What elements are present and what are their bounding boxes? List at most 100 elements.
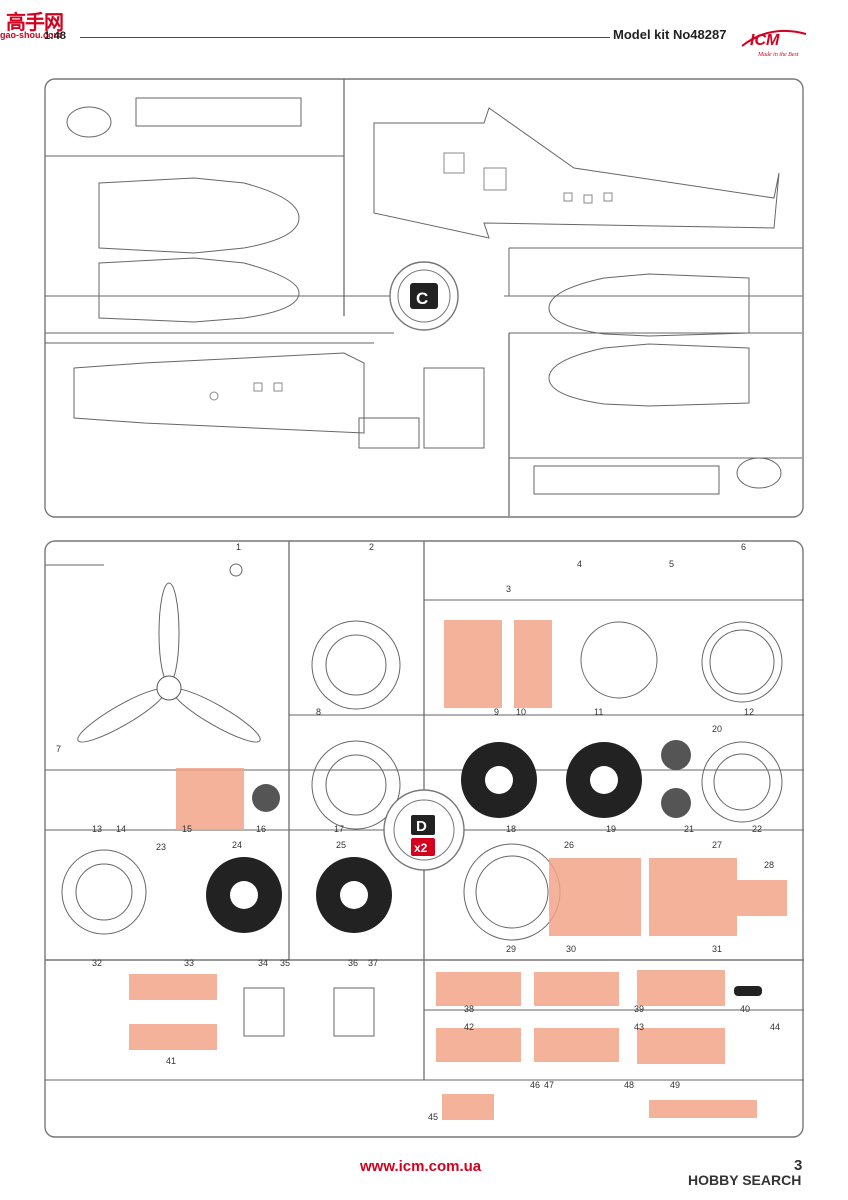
part-number-34: 34 [258, 958, 268, 968]
part-number-28: 28 [764, 860, 774, 870]
part-40 [734, 986, 762, 996]
wing-lower-part [73, 352, 365, 434]
sprue-d-letter: D [416, 818, 427, 835]
part-number-37: 37 [368, 958, 378, 968]
radial-engine-25 [316, 857, 392, 933]
part-number-8: 8 [316, 707, 321, 717]
highlight-part-38b [534, 972, 619, 1006]
radial-engine-24 [206, 857, 282, 933]
part-number-41: 41 [166, 1056, 176, 1066]
gear-bay-part-1 [358, 417, 420, 449]
part-number-22: 22 [752, 824, 762, 834]
gear-16 [252, 784, 280, 812]
part-number-10: 10 [516, 707, 526, 717]
highlight-part-42a [436, 1028, 521, 1062]
part-number-26: 26 [564, 840, 574, 850]
part-number-31: 31 [712, 944, 722, 954]
part-number-9: 9 [494, 707, 499, 717]
part-number-38: 38 [464, 1004, 474, 1014]
part-number-18: 18 [506, 824, 516, 834]
part-number-16: 16 [256, 824, 266, 834]
page-number: 3 [794, 1157, 803, 1174]
part-number-44: 44 [770, 1022, 780, 1032]
strip-part-c2 [533, 465, 720, 495]
highlight-part-10 [514, 620, 552, 708]
part-number-42: 42 [464, 1022, 474, 1032]
part-number-7: 7 [56, 744, 61, 754]
part-number-35: 35 [280, 958, 290, 968]
engine-nacelle-left-1 [98, 177, 300, 254]
gear-bay-part-2 [423, 367, 485, 449]
cowl-front-22b [61, 849, 147, 935]
part-number-19: 19 [606, 824, 616, 834]
gear-20 [661, 740, 691, 770]
hobby-search-credit: HOBBY SEARCH [688, 1172, 802, 1188]
highlight-part-41 [129, 1024, 217, 1050]
cowl-ring-12 [701, 621, 783, 703]
oval-part-c2 [736, 457, 782, 489]
part-number-23: 23 [156, 842, 166, 852]
part-number-6: 6 [741, 542, 746, 552]
part-number-5: 5 [669, 559, 674, 569]
sprue-d-count-badge [411, 838, 435, 856]
part-number-47: 47 [544, 1080, 554, 1090]
sprue-d-badge [411, 815, 435, 835]
highlight-part-42b [534, 1028, 619, 1062]
part-number-2: 2 [369, 542, 374, 552]
highlight-part-43 [637, 1028, 725, 1064]
highlight-part-33 [129, 974, 217, 1000]
highlight-part-30 [549, 858, 641, 936]
part-34-35 [243, 987, 285, 1037]
highlight-part-45 [442, 1094, 494, 1120]
part-number-20: 20 [712, 724, 722, 734]
oval-part-c1 [66, 106, 112, 138]
part-number-33: 33 [184, 958, 194, 968]
part-number-32: 32 [92, 958, 102, 968]
model-kit-number: Model kit No48287 [613, 27, 727, 42]
sprue-c-badge [410, 283, 438, 309]
part-1 [229, 563, 243, 577]
gear-21 [661, 788, 691, 818]
highlight-part-49 [649, 1100, 757, 1118]
highlight-part-39 [637, 970, 725, 1006]
radial-engine-18 [461, 742, 537, 818]
icm-logo: ICM Made in the Best [741, 29, 807, 58]
highlight-part-28 [737, 880, 787, 916]
cowl-front-22a [701, 741, 783, 823]
wing-upper-part [373, 107, 780, 239]
radial-engine-19 [566, 742, 642, 818]
part-number-13: 13 [92, 824, 102, 834]
watermark-url: gao-shou.com [0, 30, 62, 40]
part-number-40: 40 [740, 1004, 750, 1014]
engine-nacelle-left-2 [98, 257, 300, 323]
engine-nacelle-right-2 [548, 343, 750, 407]
engine-cowl-17 [311, 740, 401, 830]
highlight-part-31 [649, 858, 737, 936]
highlight-part-38a [436, 972, 521, 1006]
part-number-24: 24 [232, 840, 242, 850]
header-rule [80, 37, 610, 38]
part-number-45: 45 [428, 1112, 438, 1122]
part-number-3: 3 [506, 584, 511, 594]
part-number-17: 17 [334, 824, 344, 834]
sprue-c: C [44, 78, 804, 518]
part-number-46: 46 [530, 1080, 540, 1090]
sprue-d-count: x2 [414, 841, 428, 855]
footer-url[interactable]: www.icm.com.ua [360, 1158, 482, 1175]
cowl-ring-29 [463, 843, 561, 941]
highlight-part-15 [176, 768, 244, 830]
strip-part-c1 [135, 97, 302, 127]
sprue-c-letter: C [416, 289, 428, 308]
part-number-29: 29 [506, 944, 516, 954]
part-number-30: 30 [566, 944, 576, 954]
part-number-48: 48 [624, 1080, 634, 1090]
part-number-36: 36 [348, 958, 358, 968]
part-36-37 [333, 987, 375, 1037]
part-number-39: 39 [634, 1004, 644, 1014]
part-number-27: 27 [712, 840, 722, 850]
part-number-15: 15 [182, 824, 192, 834]
part-number-1: 1 [236, 542, 241, 552]
part-number-14: 14 [116, 824, 126, 834]
propeller [77, 582, 261, 743]
